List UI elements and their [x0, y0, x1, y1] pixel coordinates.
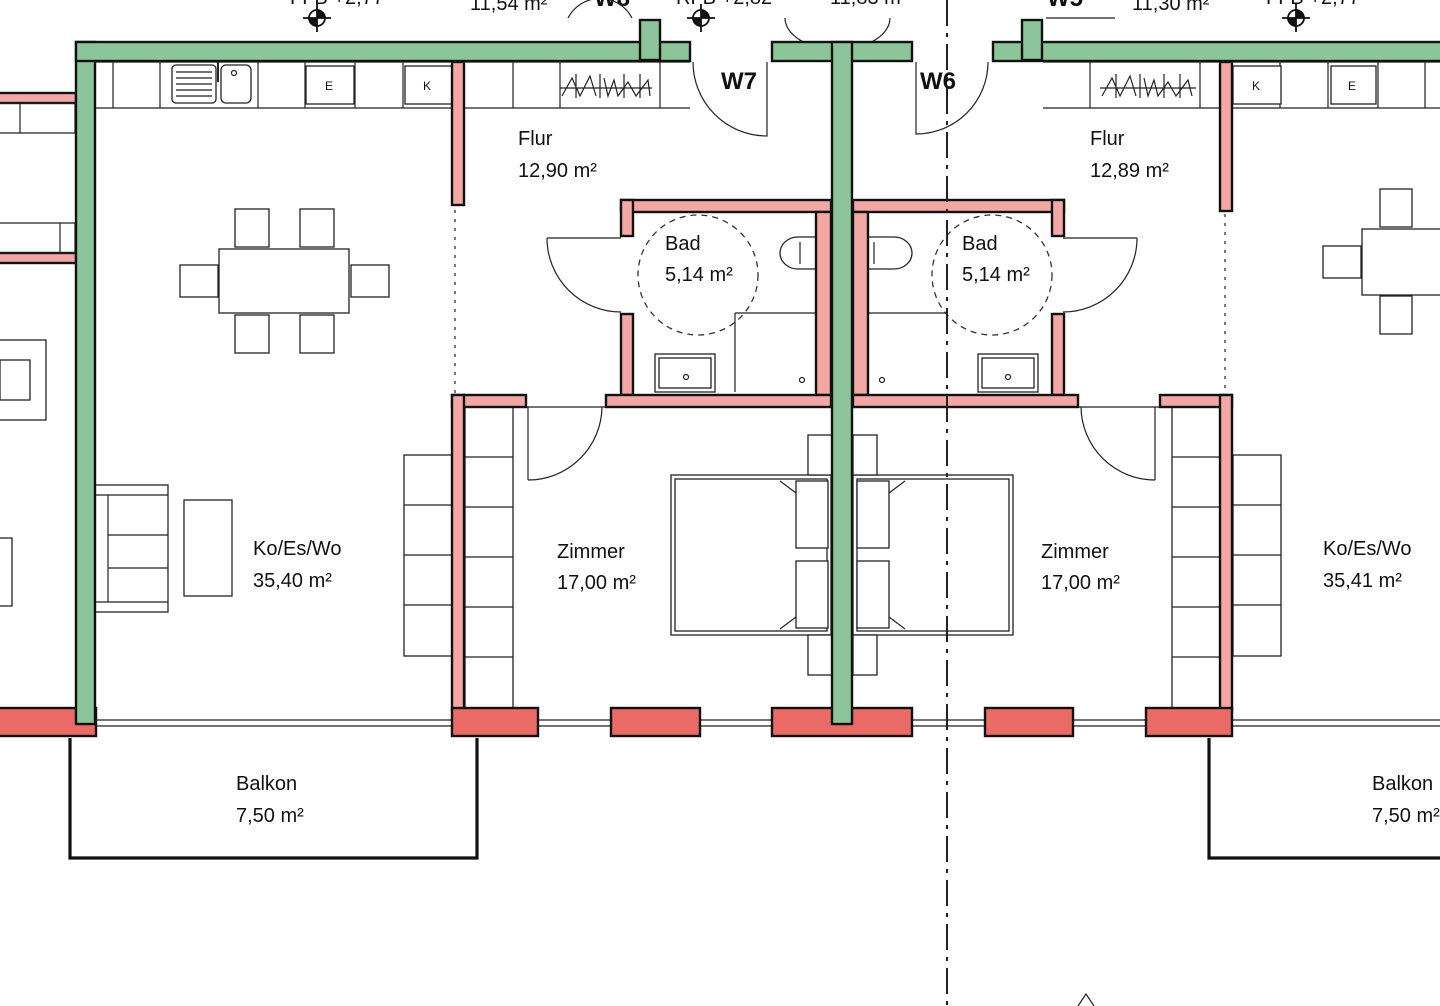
sofa-left [94, 484, 233, 613]
room-area: 7,50 m² [236, 805, 304, 827]
area-label-top-mid: 11,83 m² [830, 0, 908, 9]
room-name: Ko/Es/Wo [1323, 538, 1412, 560]
room-label-right-flur: Flur 12,89 m² [1090, 128, 1169, 182]
room-area: 7,50 m² [1372, 805, 1440, 827]
room-area: 5,14 m² [665, 264, 733, 286]
room-label-left-flur: Flur 12,90 m² [518, 128, 597, 182]
bathroom-right-fixtures [867, 214, 1053, 393]
kitchen-counter-left: E K [95, 61, 455, 109]
walls-new [450, 60, 1234, 712]
area-label-top-right: 11,30 m² [1132, 0, 1210, 15]
bathroom-left-fixtures [637, 214, 817, 393]
room-area: 35,40 m² [253, 570, 332, 592]
dining-table-right [1322, 188, 1440, 335]
toilet-icon [867, 236, 913, 270]
wardrobe-zimmer-left [403, 406, 514, 709]
wardrobe-left [465, 61, 690, 109]
wardrobe-right [1043, 61, 1220, 109]
level-label-left: FFB +2,77 [290, 0, 384, 9]
stove-label: E [1348, 79, 1356, 93]
balconies [68, 738, 1440, 860]
room-label-left-zimmer: Zimmer 17,00 m² [557, 541, 636, 594]
walls-separation [74, 18, 1440, 726]
level-marker-icon [1282, 4, 1310, 32]
room-name: Zimmer [1041, 541, 1109, 563]
dining-table-left [179, 208, 390, 354]
room-name: Bad [665, 233, 701, 255]
bed-right [852, 434, 1014, 676]
room-name: Balkon [236, 773, 297, 795]
bed-left [670, 434, 833, 676]
fridge-label: K [1252, 79, 1260, 93]
room-label-left-balkon: Balkon 7,50 m² [236, 773, 304, 827]
stove-icon [305, 65, 355, 105]
unit-label-w7: W7 [721, 68, 757, 95]
room-area: 35,41 m² [1323, 570, 1402, 592]
stove-label: E [325, 79, 333, 93]
room-name: Balkon [1372, 773, 1433, 795]
room-name: Bad [962, 233, 998, 255]
level-marker-icon [303, 4, 331, 32]
fridge-icon [1232, 65, 1282, 105]
unit-label-w6: W6 [920, 68, 956, 95]
room-area: 12,90 m² [518, 160, 597, 182]
section-marker-icon [1077, 992, 1095, 1006]
room-label-left-koeswo: Ko/Es/Wo 35,40 m² [253, 538, 342, 592]
unit-label-w5: W5 [1047, 0, 1083, 12]
toilet-icon [779, 236, 817, 270]
room-area: 17,00 m² [557, 572, 636, 594]
facade-columns [450, 706, 1234, 738]
room-label-right-zimmer: Zimmer 17,00 m² [1041, 541, 1120, 594]
room-name: Flur [1090, 128, 1125, 150]
stove-icon [1330, 65, 1377, 105]
area-label-top-left: 11,54 m² [470, 0, 548, 15]
room-label-right-koeswo: Ko/Es/Wo 35,41 m² [1323, 538, 1412, 592]
kitchen-counter-right: K E [1232, 61, 1440, 109]
room-area: 5,14 m² [962, 264, 1030, 286]
door-swings [527, 61, 1156, 481]
fridge-label: K [423, 79, 431, 93]
room-label-right-bad: Bad 5,14 m² [962, 233, 1030, 286]
room-label-right-balkon: Balkon 7,50 m² [1372, 773, 1440, 827]
unit-label-w8: W8 [594, 0, 630, 12]
level-label-mid: RFB +2,82 [676, 0, 772, 9]
room-area: 17,00 m² [1041, 572, 1120, 594]
room-name: Ko/Es/Wo [253, 538, 342, 560]
level-marker-icon [687, 4, 715, 32]
room-name: Zimmer [557, 541, 625, 563]
room-label-left-bad: Bad 5,14 m² [665, 233, 733, 286]
wardrobe-zimmer-right [1171, 406, 1282, 709]
room-area: 12,89 m² [1090, 160, 1169, 182]
room-name: Flur [518, 128, 553, 150]
level-label-right: FFB +2,77 [1266, 0, 1360, 9]
